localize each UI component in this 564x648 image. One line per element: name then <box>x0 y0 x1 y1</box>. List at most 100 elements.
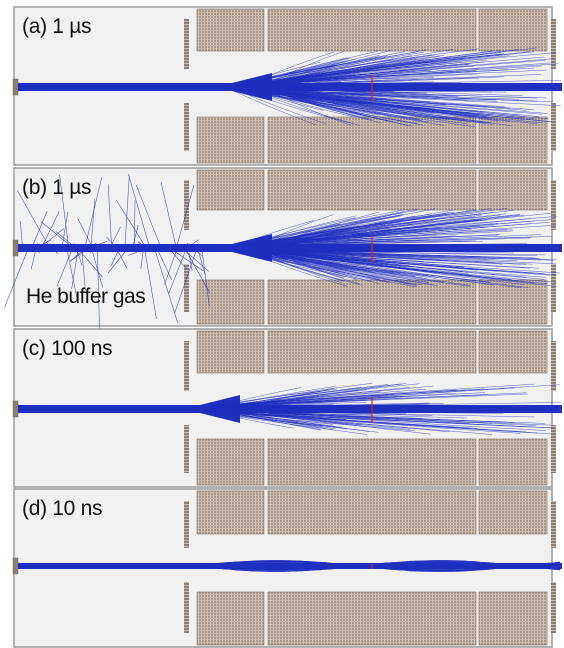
gas-collision-trajectory <box>40 221 75 250</box>
electrode-lower-3 <box>478 438 548 486</box>
panel-label-d: (d) 10 ns <box>22 497 103 520</box>
gas-collision-trajectory <box>115 199 148 250</box>
gas-collision-trajectory <box>185 249 210 293</box>
trajectory <box>237 216 558 245</box>
gas-collision-trajectory <box>59 174 70 251</box>
trajectory <box>256 88 439 97</box>
trajectory <box>251 54 445 88</box>
electrode-upper-3 <box>478 490 548 535</box>
electrode-lower-1 <box>196 438 265 486</box>
electrode-lower-2 <box>267 279 477 325</box>
trajectory <box>261 245 419 248</box>
electrode-upper-2 <box>267 490 477 535</box>
trajectory <box>268 89 420 120</box>
gas-collision-trajectory <box>124 175 130 251</box>
trajectory <box>266 89 369 120</box>
trajectory <box>199 561 561 571</box>
gas-collision-trajectory <box>112 226 121 244</box>
trajectory <box>228 410 370 432</box>
trajectory <box>240 65 335 84</box>
gas-collision-trajectory <box>4 248 29 308</box>
gas-collision-trajectory <box>106 237 121 251</box>
gas-collision-trajectory <box>76 248 83 266</box>
electrode-upper-1 <box>196 169 265 211</box>
electrode-upper-3 <box>478 8 548 52</box>
gas-collision-trajectory <box>173 250 204 272</box>
source-plate <box>12 78 19 96</box>
gas-collision-trajectory <box>56 247 73 287</box>
trajectory <box>236 250 346 278</box>
gas-collision-trajectory <box>107 184 112 249</box>
trajectory <box>199 560 561 572</box>
trajectory <box>233 59 488 84</box>
gas-collision-trajectory <box>39 228 64 249</box>
gas-collision-trajectory <box>182 248 209 272</box>
plate-stack-upper-2 <box>551 501 556 548</box>
gas-collision-trajectory <box>92 251 103 288</box>
gas-collision-trajectory <box>31 210 48 250</box>
beam-core <box>18 563 562 569</box>
trajectory <box>207 411 335 428</box>
trajectory <box>237 411 367 428</box>
trajectory <box>223 395 388 408</box>
trajectory <box>263 249 557 260</box>
trajectory <box>252 74 542 88</box>
trajectory <box>232 63 559 85</box>
trajectory <box>236 89 484 118</box>
trajectory <box>218 410 521 434</box>
gas-collision-trajectory <box>84 177 102 248</box>
gas-collision-trajectory <box>186 242 203 257</box>
trajectory <box>257 250 417 277</box>
trajectory <box>259 77 480 88</box>
gas-collision-trajectory <box>144 250 157 320</box>
plate-stack-lower-2 <box>551 103 556 151</box>
gas-collision-trajectory <box>114 245 127 269</box>
trajectory <box>235 48 479 84</box>
gas-collision-trajectory <box>46 243 59 255</box>
panel-note-b: He buffer gas <box>26 285 146 308</box>
gas-collision-trajectory <box>201 245 210 307</box>
electrode-lower-2 <box>267 116 477 164</box>
trajectory <box>213 409 535 418</box>
trajectory <box>253 89 407 123</box>
electrode-lower-1 <box>196 591 265 646</box>
trajectory <box>251 251 416 288</box>
plate-stack-lower-2 <box>551 264 556 312</box>
electrode-upper-1 <box>196 490 265 535</box>
panel-b <box>4 167 562 332</box>
trajectory <box>237 412 554 429</box>
panel-d <box>12 488 562 648</box>
panel-a <box>12 6 562 166</box>
plate-stack-lower-1 <box>184 103 189 151</box>
trajectory <box>270 245 439 247</box>
gas-collision-trajectory <box>134 200 136 249</box>
trajectory <box>238 51 419 84</box>
trajectory <box>233 87 428 94</box>
gas-collision-trajectory <box>20 220 23 246</box>
gas-collision-trajectory <box>81 244 86 291</box>
ion-trajectories <box>18 47 562 128</box>
trajectory <box>242 51 424 86</box>
gas-collision-trajectory <box>174 244 187 250</box>
trajectory <box>222 409 470 424</box>
gas-collision-trajectory <box>180 239 199 253</box>
gas-collision-trajectory <box>107 249 128 274</box>
trajectory <box>239 210 485 246</box>
trajectory <box>199 561 561 571</box>
trajectory <box>238 88 447 106</box>
gas-collision-trajectory <box>135 184 162 249</box>
electrode-upper-2 <box>267 169 477 211</box>
electrode-upper-3 <box>478 169 548 211</box>
gas-collision-trajectory <box>71 248 79 289</box>
trajectory <box>227 406 407 409</box>
electrode-upper-3 <box>478 330 548 374</box>
trajectory <box>258 59 546 88</box>
trajectory <box>261 90 554 102</box>
gas-collision-trajectory <box>156 248 172 281</box>
gas-collision-trajectory <box>164 249 177 285</box>
trajectory <box>259 55 412 84</box>
electrode-upper-1 <box>196 330 265 374</box>
trajectory <box>264 54 432 87</box>
trajectory <box>269 248 544 252</box>
